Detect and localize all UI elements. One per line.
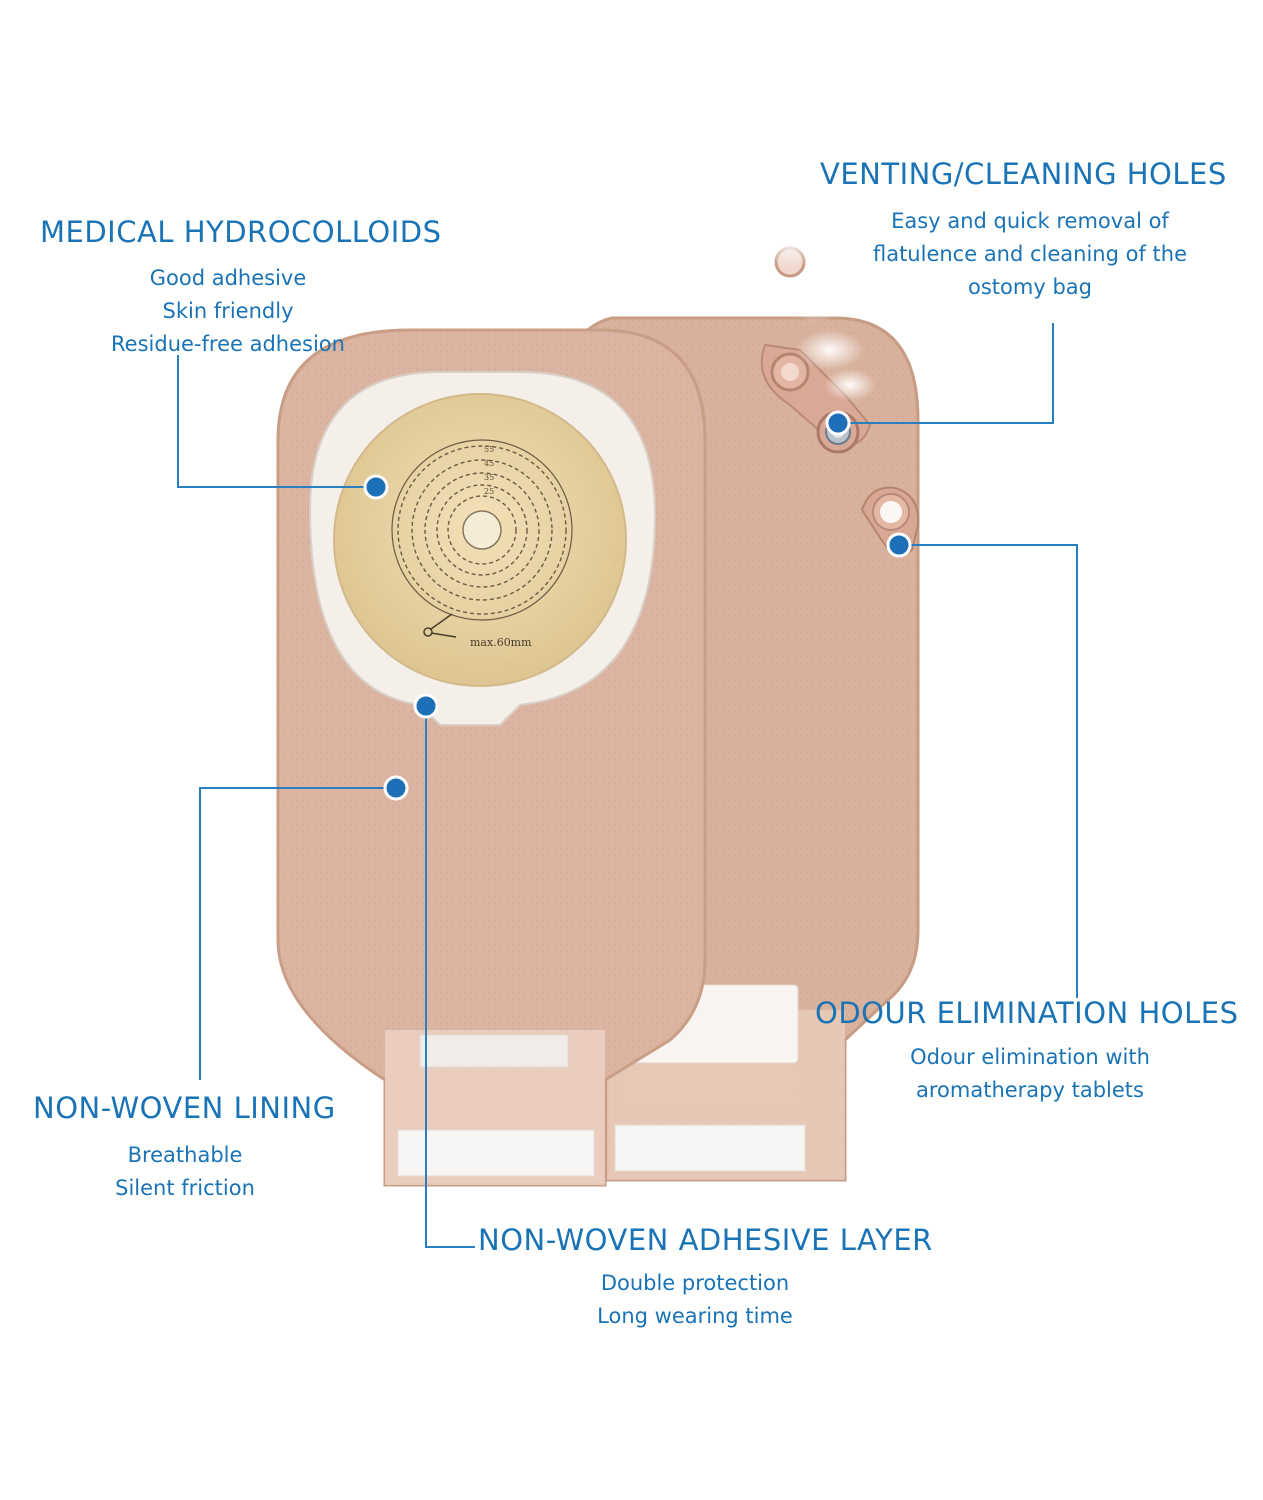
callout-text-odour: Odour elimination with aromatherapy tabl… (870, 1041, 1190, 1107)
ring-label-35: 35 (484, 473, 494, 482)
callout-title-lining: NON-WOVEN LINING (33, 1091, 336, 1125)
callout-line: Long wearing time (597, 1304, 793, 1328)
callout-title-odour: ODOUR ELIMINATION HOLES (815, 996, 1239, 1030)
callout-text-lining: Breathable Silent friction (70, 1139, 300, 1205)
callout-line: flatulence and cleaning of the (872, 242, 1188, 266)
hydrocolloid-wafer: 55 45 35 25 max.60mm (333, 393, 627, 687)
ring-label-55: 55 (484, 445, 494, 454)
callout-line: Skin friendly (162, 299, 294, 323)
callout-dot-hydrocolloids (363, 474, 389, 500)
ring-label-25: 25 (484, 487, 494, 496)
callout-dot-venting (825, 410, 851, 436)
callout-title-hydrocolloids: MEDICAL HYDROCOLLOIDS (40, 215, 442, 249)
callout-line: Breathable (127, 1143, 243, 1167)
wafer-scale-text: max.60mm (470, 636, 532, 649)
callout-dot-odour (886, 532, 912, 558)
leader-line-adhesive-layer (425, 706, 475, 1248)
callout-line: Good adhesive (149, 266, 307, 290)
callout-dot-adhesive-layer (413, 693, 439, 719)
callout-line: ostomy bag (968, 275, 1092, 299)
callout-line: Odour elimination with (910, 1045, 1150, 1069)
callout-line: Silent friction (115, 1176, 255, 1200)
callout-title-adhesive-layer: NON-WOVEN ADHESIVE LAYER (478, 1223, 933, 1257)
callout-line: aromatherapy tablets (916, 1078, 1144, 1102)
leader-line-venting (838, 323, 1054, 424)
leader-lines (177, 323, 1078, 1248)
leader-line-lining (199, 787, 395, 1080)
callout-line: Easy and quick removal of (891, 209, 1169, 233)
callout-line: Residue-free adhesion (111, 332, 345, 356)
callout-text-hydrocolloids: Good adhesive Skin friendly Residue-free… (80, 262, 376, 361)
leader-line-odour (899, 544, 1078, 998)
scissors-icon (423, 613, 457, 638)
leader-line-hydrocolloids (177, 355, 375, 488)
callout-text-adhesive-layer: Double protection Long wearing time (545, 1267, 845, 1333)
ring-label-45: 45 (484, 459, 494, 468)
callout-line: Double protection (600, 1271, 790, 1295)
callout-dot-lining (383, 775, 409, 801)
callout-text-venting: Easy and quick removal of flatulence and… (840, 205, 1220, 304)
callout-dots (363, 410, 912, 801)
callout-title-venting: VENTING/CLEANING HOLES (820, 157, 1227, 191)
